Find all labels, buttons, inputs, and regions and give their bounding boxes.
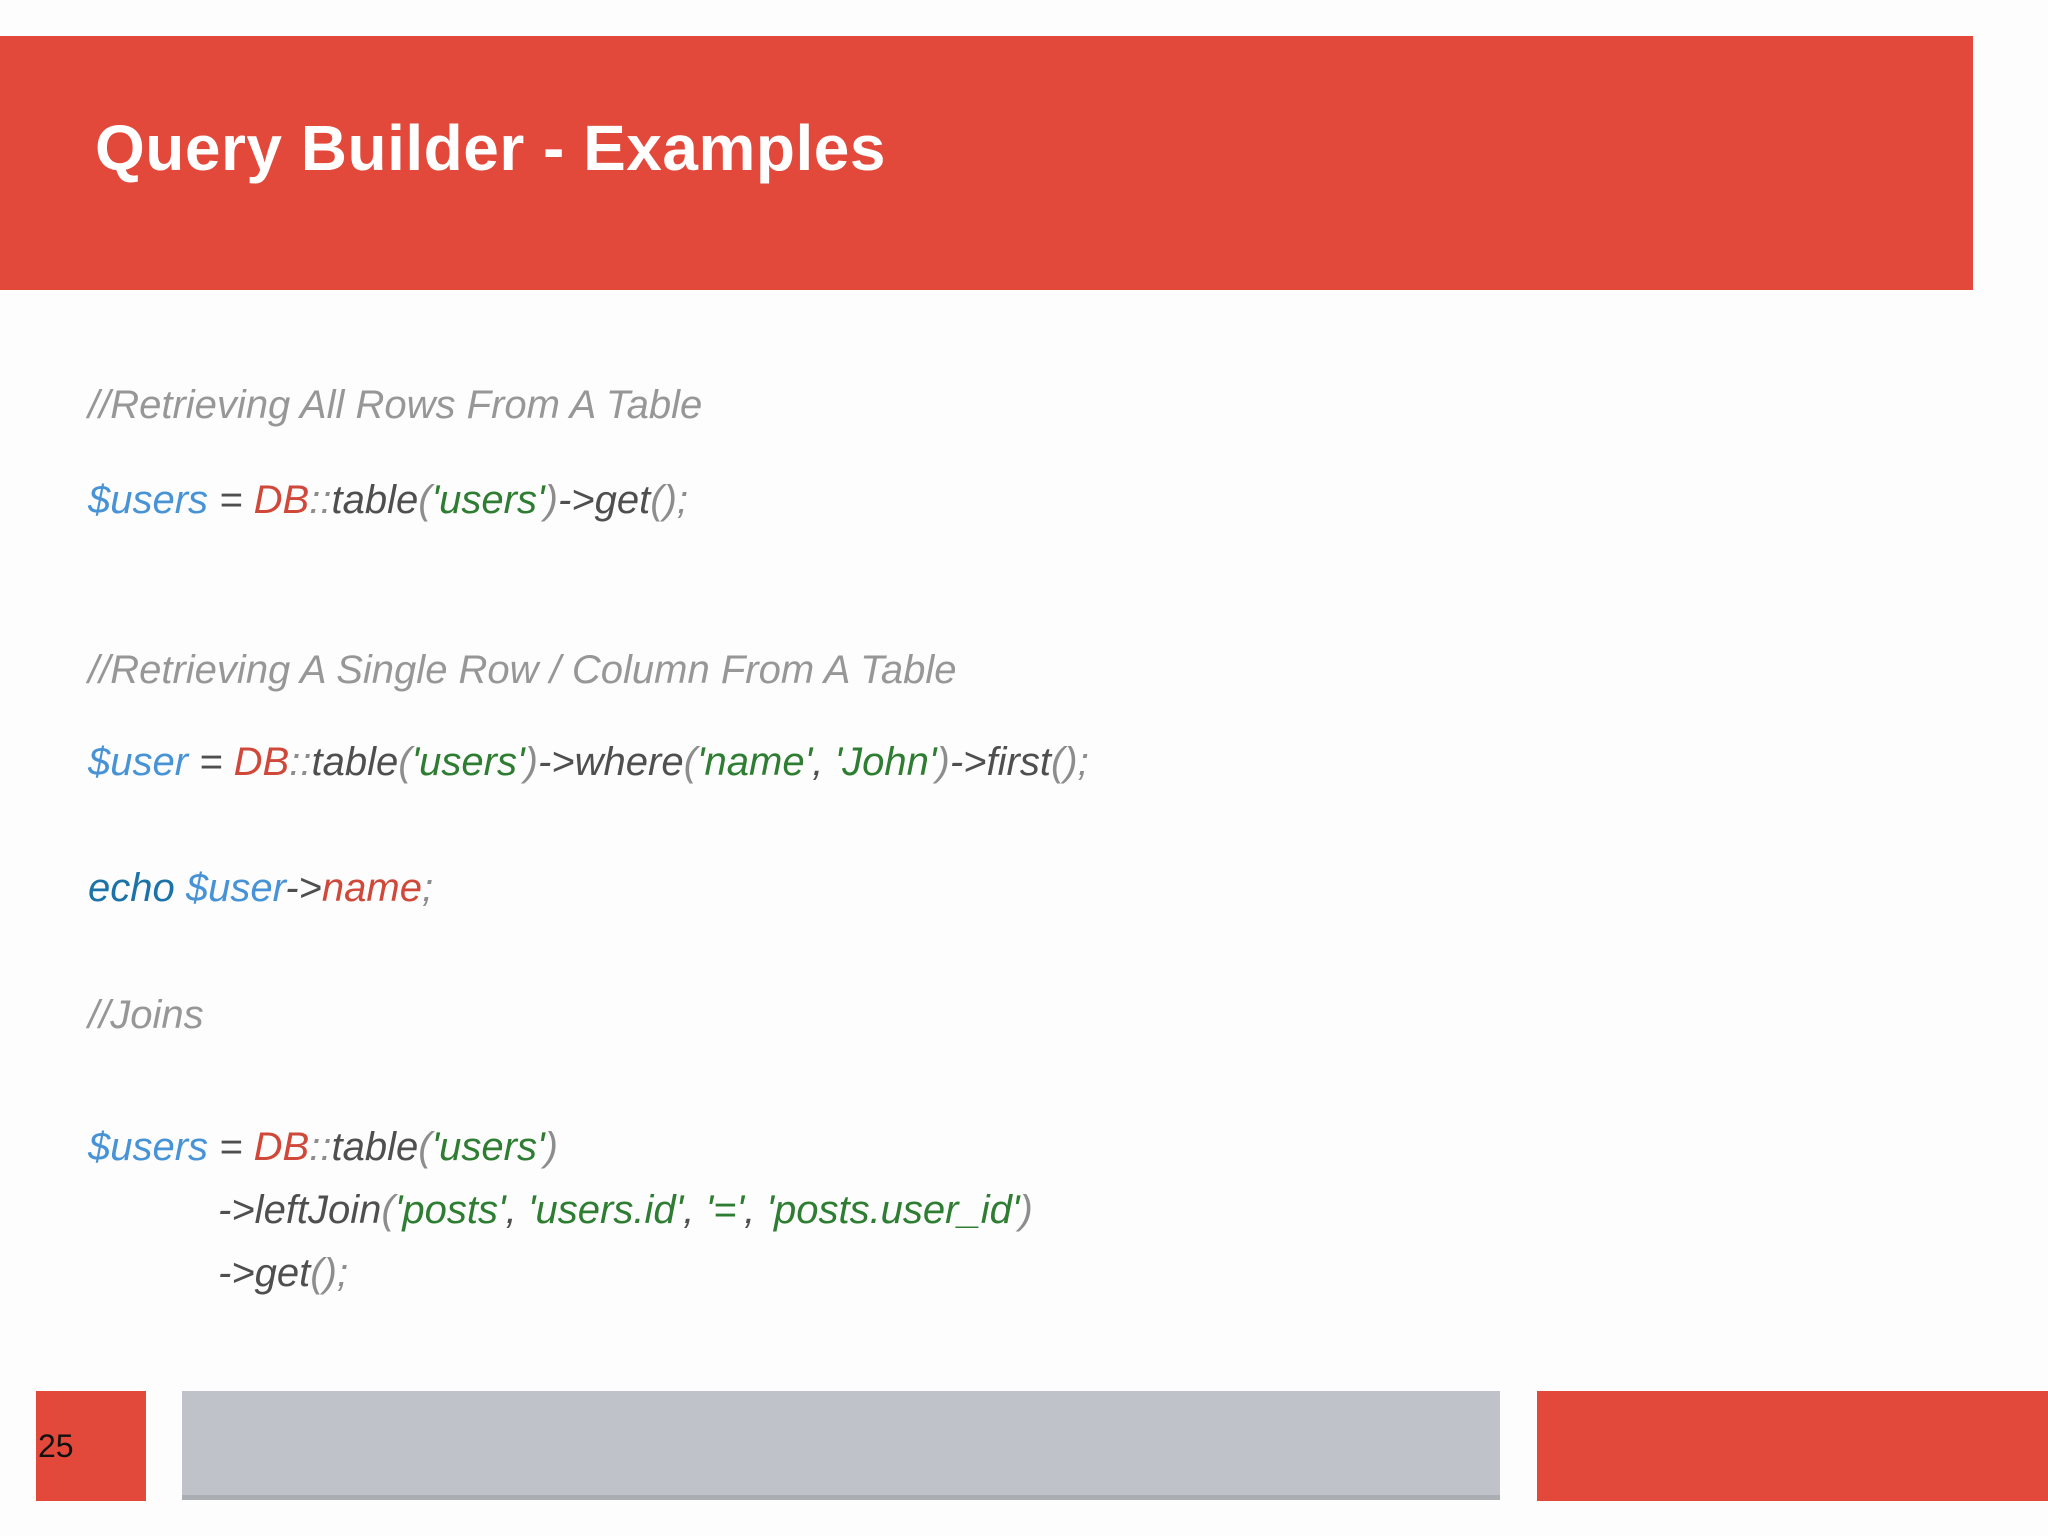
- code-line-leftjoin: ->leftJoin('posts', 'users.id', '=', 'po…: [88, 1179, 1033, 1242]
- code-token: 'posts.user_id': [766, 1188, 1020, 1232]
- code-token: (: [418, 1125, 432, 1169]
- code-token: ;: [421, 866, 434, 910]
- code-block-joins: $users = DB::table('users') ->leftJoin('…: [88, 1116, 1033, 1305]
- code-token: 'users': [411, 740, 525, 784]
- code-token: ,: [683, 1188, 706, 1232]
- code-token: ): [524, 740, 538, 784]
- code-token: 'users': [431, 478, 545, 522]
- footer-gray-bar: [182, 1391, 1500, 1500]
- code-token: echo: [88, 866, 186, 910]
- code-token: ::: [309, 478, 332, 522]
- code-line-where-first: $user = DB::table('users')->where('name'…: [88, 740, 1089, 785]
- code-token: (: [418, 478, 432, 522]
- code-token: 'John': [834, 740, 937, 784]
- code-token: 'users': [431, 1125, 545, 1169]
- code-token: ();: [650, 478, 689, 522]
- title-banner: Query Builder - Examples: [0, 36, 1973, 290]
- code-token: DB: [253, 478, 310, 522]
- code-token: ::: [309, 1125, 332, 1169]
- code-token: =: [208, 478, 254, 522]
- code-token: ::: [289, 740, 312, 784]
- code-line-join-table: $users = DB::table('users'): [88, 1116, 1033, 1179]
- code-comment-retrieve-all: //Retrieving All Rows From A Table: [88, 383, 703, 427]
- code-token: $user: [185, 866, 286, 910]
- code-token: ->first: [949, 740, 1051, 784]
- code-token: table: [331, 478, 419, 522]
- code-token: ,: [812, 740, 835, 784]
- code-token: ();: [310, 1251, 349, 1295]
- code-token: ->get: [218, 1251, 311, 1295]
- code-token: 'name': [696, 740, 813, 784]
- code-token: ->where: [537, 740, 684, 784]
- code-line-echo: echo $user->name;: [88, 866, 433, 911]
- code-token: ,: [505, 1188, 528, 1232]
- code-token: ): [1019, 1188, 1033, 1232]
- code-token: (: [381, 1188, 395, 1232]
- code-token: ,: [744, 1188, 767, 1232]
- code-token: $users: [88, 1125, 209, 1169]
- code-token: table: [331, 1125, 419, 1169]
- code-token: table: [311, 740, 399, 784]
- page-number-box: 25: [36, 1391, 146, 1501]
- code-token: ->get: [557, 478, 651, 522]
- code-comment-joins: //Joins: [88, 993, 204, 1037]
- code-token: 'posts': [394, 1188, 506, 1232]
- code-token: DB: [233, 740, 290, 784]
- code-line-join-get: ->get();: [88, 1242, 1033, 1305]
- code-token: ): [544, 478, 558, 522]
- code-token: name: [321, 866, 422, 910]
- code-token: =: [208, 1125, 254, 1169]
- code-token: (: [683, 740, 697, 784]
- code-token: (: [398, 740, 412, 784]
- code-comment-single-row: //Retrieving A Single Row / Column From …: [88, 648, 957, 692]
- code-token: '=': [705, 1188, 745, 1232]
- code-token: 'users.id': [527, 1188, 684, 1232]
- code-token: ): [936, 740, 950, 784]
- footer-red-bar: [1537, 1391, 2048, 1501]
- page-number: 25: [38, 1427, 74, 1464]
- code-token: ->: [285, 866, 322, 910]
- code-line-get-all: $users = DB::table('users')->get();: [88, 478, 688, 523]
- code-token: ();: [1050, 740, 1089, 784]
- code-token: ): [544, 1125, 558, 1169]
- code-token: =: [188, 740, 234, 784]
- code-token: ->leftJoin: [218, 1188, 382, 1232]
- code-token: DB: [253, 1125, 310, 1169]
- code-token: $user: [88, 740, 189, 784]
- slide-title: Query Builder - Examples: [95, 112, 886, 184]
- code-token: $users: [88, 478, 209, 522]
